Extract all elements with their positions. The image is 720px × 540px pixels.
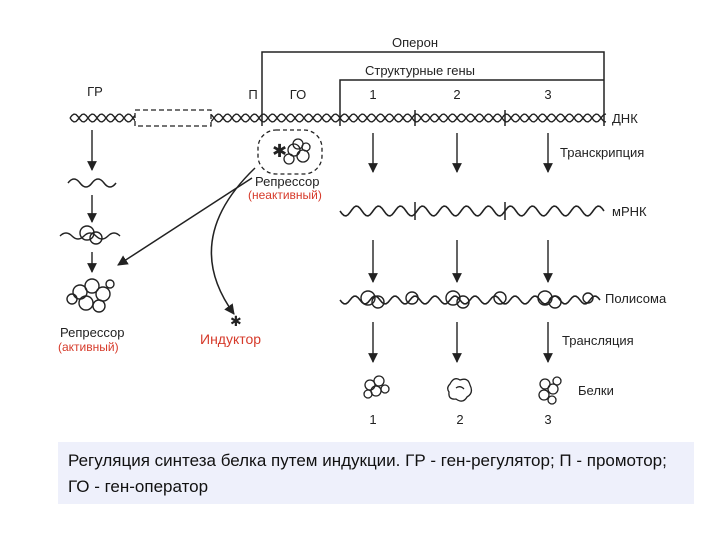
structural-genes-bracket (339, 79, 604, 110)
repressor-inactive-title: Репрессор (255, 174, 319, 189)
gene-boundaries (261, 110, 605, 126)
caption-text: Регуляция синтеза белка путем индукции. … (68, 451, 667, 496)
mrna-boundaries (414, 202, 506, 220)
structural-genes-label: Структурные гены (365, 63, 475, 78)
protein-3-label: 3 (544, 412, 551, 427)
promoter-label: П (248, 87, 257, 102)
protein-2-shape (447, 378, 473, 402)
repressor-active-protein (66, 278, 115, 313)
polysome-arrows (368, 240, 553, 283)
repressor-inactive-state: (неактивный) (248, 188, 322, 202)
translation-arrows (368, 322, 553, 363)
inductor-icon: ✱ (230, 314, 242, 330)
arrow-repressor-release (117, 177, 253, 266)
proteins-label: Белки (578, 383, 614, 398)
repressor-inactive: ✱ (257, 129, 323, 175)
gene-regulator-label: ГР (87, 84, 103, 99)
transcription-arrows (368, 133, 553, 173)
regulator-mrna (67, 178, 117, 188)
inductor-label: Индуктор (200, 331, 261, 347)
translation-label: Трансляция (562, 333, 634, 348)
operon-bracket (261, 51, 605, 110)
protein-1-shape (363, 375, 390, 399)
caption-box: Регуляция синтеза белка путем индукции. … (58, 442, 694, 504)
gene-1-label: 1 (369, 87, 376, 102)
mrna-label: мРНК (612, 204, 647, 219)
arrow-to-inductor (210, 167, 256, 315)
dna-label: ДНК (612, 111, 638, 126)
protein-1-label: 1 (369, 412, 376, 427)
repressor-active-state: (активный) (58, 340, 119, 354)
dna-gap-segment (134, 109, 212, 127)
repressor-active-title: Репрессор (60, 325, 124, 340)
protein-3-shape (538, 376, 562, 405)
regulator-ribosome (59, 225, 121, 245)
gene-3-label: 3 (544, 87, 551, 102)
protein-2-label: 2 (456, 412, 463, 427)
operon-label: Оперон (392, 35, 438, 50)
inductor-bound-icon: ✱ (272, 141, 287, 162)
operator-label: ГО (290, 87, 306, 102)
polysome-ribosomes (360, 290, 594, 309)
polysome-label: Полисома (605, 291, 667, 306)
gene-2-label: 2 (453, 87, 460, 102)
mrna-strand (339, 205, 605, 217)
transcription-label: Транскрипция (560, 145, 644, 160)
